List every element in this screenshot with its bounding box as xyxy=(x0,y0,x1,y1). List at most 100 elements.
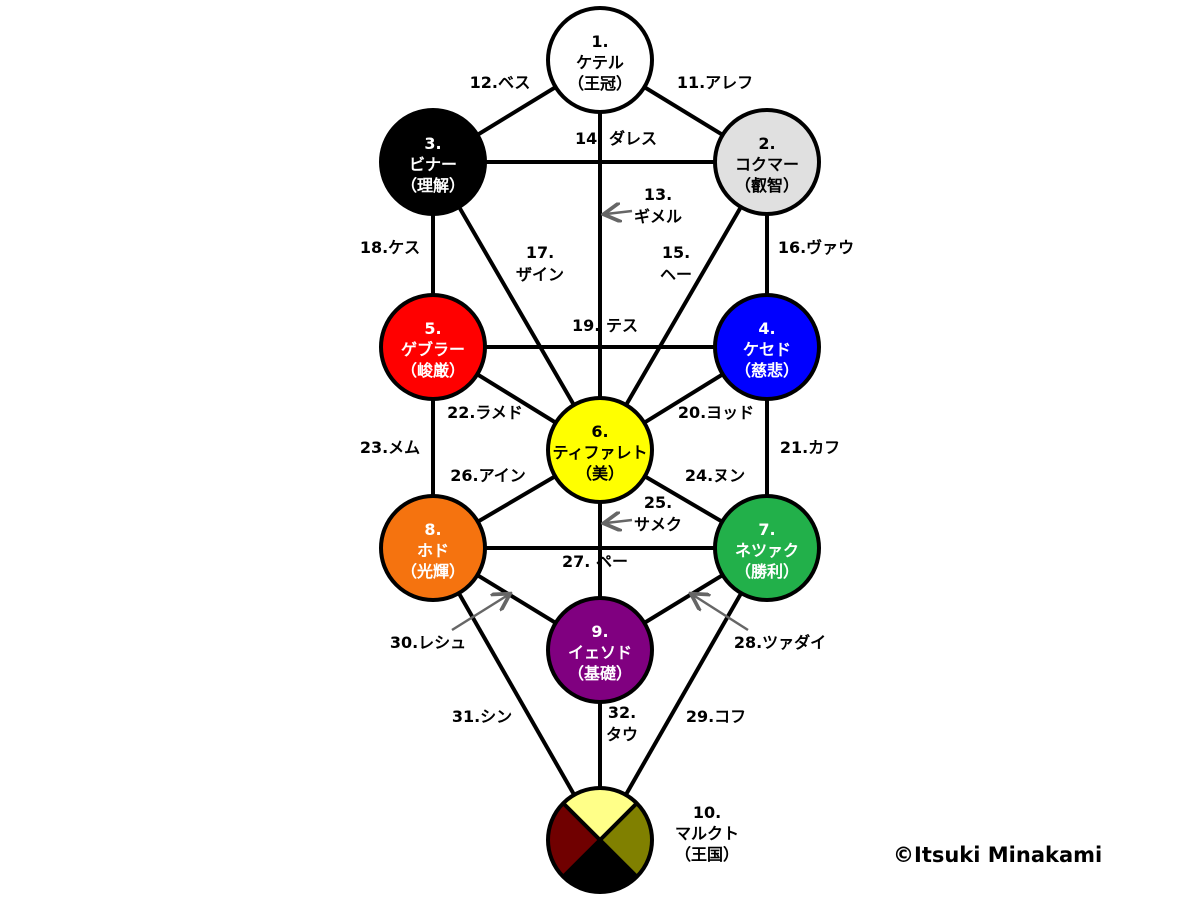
sephiroth-group: 1.ケテル（王冠）2.コクマー（叡智）3.ビナー（理解）4.ケセド（慈悲）5.ゲ… xyxy=(379,6,821,894)
path-label-line: 24.ヌン xyxy=(685,466,745,485)
path-label-line: 20.ヨッド xyxy=(678,403,754,422)
path-label-line: 18.ケス xyxy=(360,238,420,257)
path-label-17: 17.ザイン xyxy=(516,243,564,284)
sephirah-6: 6.ティファレト（美） xyxy=(546,396,654,504)
malkuth-bottom-quadrant xyxy=(563,840,637,892)
path-label-32: 32.タウ xyxy=(606,703,638,744)
sephirah-circle xyxy=(379,108,487,216)
path-label-line: 25. xyxy=(644,493,672,512)
path-label-26: 26.アイン xyxy=(450,466,526,485)
path-label-line: ヘー xyxy=(660,265,692,284)
sephirah-label-line: （理解） xyxy=(401,176,465,195)
path-label-30: 30.レシュ xyxy=(390,633,466,652)
path-label-line: 32. xyxy=(608,703,636,722)
sephirah-label-line: 5. xyxy=(424,319,441,338)
arrow-25-icon xyxy=(606,520,633,523)
sephirah-label: 4.ケセド（慈悲） xyxy=(735,319,799,380)
path-line-17 xyxy=(431,160,602,452)
sephirah-9: 9.イェソド（基礎） xyxy=(546,596,654,704)
sephirah-label: 1.ケテル（王冠） xyxy=(568,32,632,93)
sephirah-circle xyxy=(546,396,654,504)
path-label-line: 28.ツァダイ xyxy=(734,633,826,652)
sephirah-label-line: 6. xyxy=(591,422,608,441)
sephirah-label-line: ケセド xyxy=(743,340,791,359)
malkuth-label-line: 10. xyxy=(693,803,721,822)
arrow-13-icon xyxy=(606,211,633,214)
sephirah-label: 5.ゲブラー（峻厳） xyxy=(401,319,465,380)
sephirah-label: 8.ホド（光輝） xyxy=(401,520,465,581)
path-label-line: 29.コフ xyxy=(686,707,746,726)
path-line-31 xyxy=(431,547,602,841)
path-label-line: 11.アレフ xyxy=(677,73,753,92)
sephirah-circle xyxy=(713,494,821,602)
path-label-16: 16.ヴァウ xyxy=(778,238,854,257)
path-label-line: 17. xyxy=(526,243,554,262)
sephirah-circle xyxy=(546,596,654,704)
sephirah-label-line: ゲブラー xyxy=(401,340,465,359)
sephirah-circle xyxy=(379,293,487,401)
path-label-line: 21.カフ xyxy=(780,438,840,457)
sephirah-label-line: （基礎） xyxy=(568,664,632,683)
path-label-19: 19. テス xyxy=(572,316,638,335)
path-label-11: 11.アレフ xyxy=(677,73,753,92)
path-label-27: 27. ペー xyxy=(562,552,628,571)
sephirah-label-line: （光輝） xyxy=(401,562,465,581)
path-label-28: 28.ツァダイ xyxy=(734,633,826,652)
sephirah-1: 1.ケテル（王冠） xyxy=(546,6,654,114)
sephirah-label-line: ビナー xyxy=(409,155,457,174)
sephirah-label: 9.イェソド（基礎） xyxy=(568,622,632,683)
sephirah-label-line: ケテル xyxy=(576,53,624,72)
sephirah-8: 8.ホド（光輝） xyxy=(379,494,487,602)
path-label-line: 26.アイン xyxy=(450,466,526,485)
sephirah-label-line: イェソド xyxy=(568,643,632,662)
malkuth-right-quadrant xyxy=(600,803,652,877)
sephirah-label-line: コクマー xyxy=(735,155,799,174)
path-label-line: 22.ラメド xyxy=(447,403,523,422)
sephirah-label: 3. ビナー （理解） xyxy=(401,134,465,195)
malkuth-left-quadrant xyxy=(548,803,600,877)
path-label-line: ギメル xyxy=(634,207,682,226)
path-label-25: 25. サメク xyxy=(634,493,682,534)
path-line-15 xyxy=(598,160,769,452)
path-label-22: 22.ラメド xyxy=(447,403,523,422)
sephirah-3: 3. ビナー （理解） xyxy=(379,108,487,216)
sephirah-label-line: ホド xyxy=(417,541,449,560)
path-label-line: 15. xyxy=(662,243,690,262)
sephirah-label-line: （勝利） xyxy=(735,562,799,581)
sephirah-10: 10.マルクト（王国） xyxy=(546,786,739,894)
sephirah-label-line: ネツァク xyxy=(735,541,799,560)
path-label-line: 13. xyxy=(644,185,672,204)
malkuth-divider xyxy=(561,801,639,879)
sephirah-5: 5.ゲブラー（峻厳） xyxy=(379,293,487,401)
path-line-29 xyxy=(598,547,769,841)
copyright: ©Itsuki Minakami xyxy=(893,843,1103,867)
malkuth-label: 10.マルクト（王国） xyxy=(675,803,739,864)
path-label-line: 14. ダレス xyxy=(575,129,657,148)
path-label-29: 29.コフ xyxy=(686,707,746,726)
sephirah-label: 6.ティファレト（美） xyxy=(552,422,647,483)
sephirah-label-line: 3. xyxy=(424,134,441,153)
sephirah-label-line: 4. xyxy=(758,319,775,338)
sephirah-circle xyxy=(713,293,821,401)
path-label-15: 15. ヘー xyxy=(660,243,692,284)
path-label-13: 13. ギメル xyxy=(634,185,682,226)
sephirah-label-line: （王冠） xyxy=(568,74,632,93)
sephirah-label-line: 2. xyxy=(758,134,775,153)
path-label-line: 19. テス xyxy=(572,316,638,335)
path-label-line: 31.シン xyxy=(452,707,512,726)
sephirah-label-line: （叡智） xyxy=(735,176,799,195)
path-label-23: 23.メム xyxy=(360,438,420,457)
arrow-30-icon xyxy=(451,595,508,632)
sephirah-circle xyxy=(546,6,654,114)
path-label-line: 16.ヴァウ xyxy=(778,238,854,257)
path-label-line: 23.メム xyxy=(360,438,420,457)
arrow-28-icon xyxy=(693,595,749,632)
sephirah-circle xyxy=(713,108,821,216)
sephirah-2: 2. コクマー （叡智） xyxy=(713,108,821,216)
path-label-20: 20.ヨッド xyxy=(678,403,754,422)
sephirah-label: 2. コクマー （叡智） xyxy=(735,134,799,195)
path-label-line: 12.ベス xyxy=(470,73,531,92)
path-label-line: サメク xyxy=(634,515,682,534)
